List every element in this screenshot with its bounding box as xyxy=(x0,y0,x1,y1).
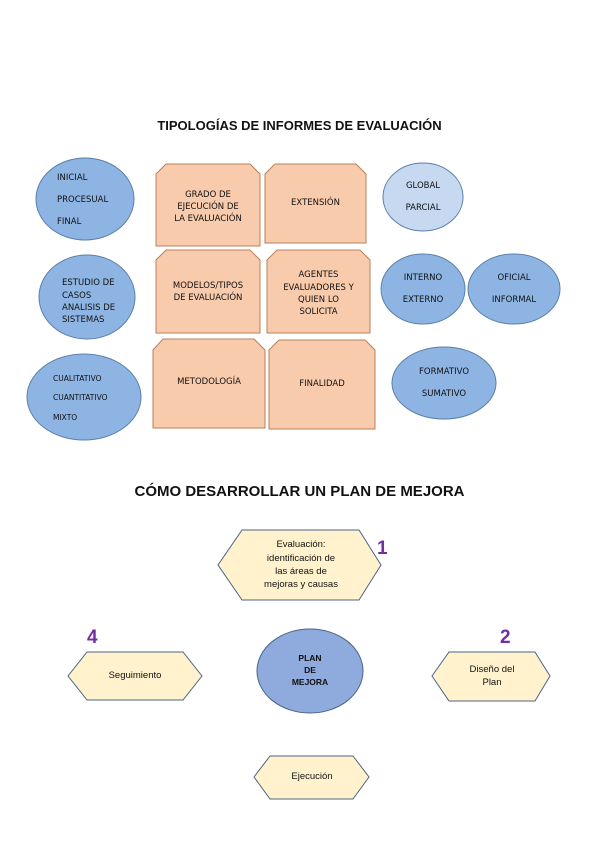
step-number-1: 1 xyxy=(377,538,388,559)
section-title-tipologias: TIPOLOGÍAS DE INFORMES DE EVALUACIÓN xyxy=(157,118,442,133)
ellipse-inicial xyxy=(35,157,135,241)
box-agentes xyxy=(266,249,371,334)
ellipse-cualitativo xyxy=(26,353,142,441)
ellipse-formativo xyxy=(391,346,497,420)
ellipse-oficial xyxy=(467,253,561,325)
step-number-2: 2 xyxy=(500,627,511,648)
ellipse-global xyxy=(382,162,464,232)
box-finalidad xyxy=(268,339,376,430)
box-extension xyxy=(264,163,367,244)
box-modelos xyxy=(155,249,261,334)
ellipse-estudio xyxy=(38,254,136,340)
hexagon-diseno xyxy=(431,651,551,702)
step-number-4: 4 xyxy=(87,627,98,648)
box-metodologia xyxy=(152,338,266,429)
section-title-plan-mejora: CÓMO DESARROLLAR UN PLAN DE MEJORA xyxy=(134,483,465,500)
hexagon-ejecucion xyxy=(253,755,370,800)
hexagon-evaluacion xyxy=(217,529,382,601)
ellipse-interno xyxy=(380,253,466,325)
hexagon-seguimiento xyxy=(67,651,203,701)
box-grado xyxy=(155,163,261,247)
ellipse-plan-mejora xyxy=(256,628,364,714)
